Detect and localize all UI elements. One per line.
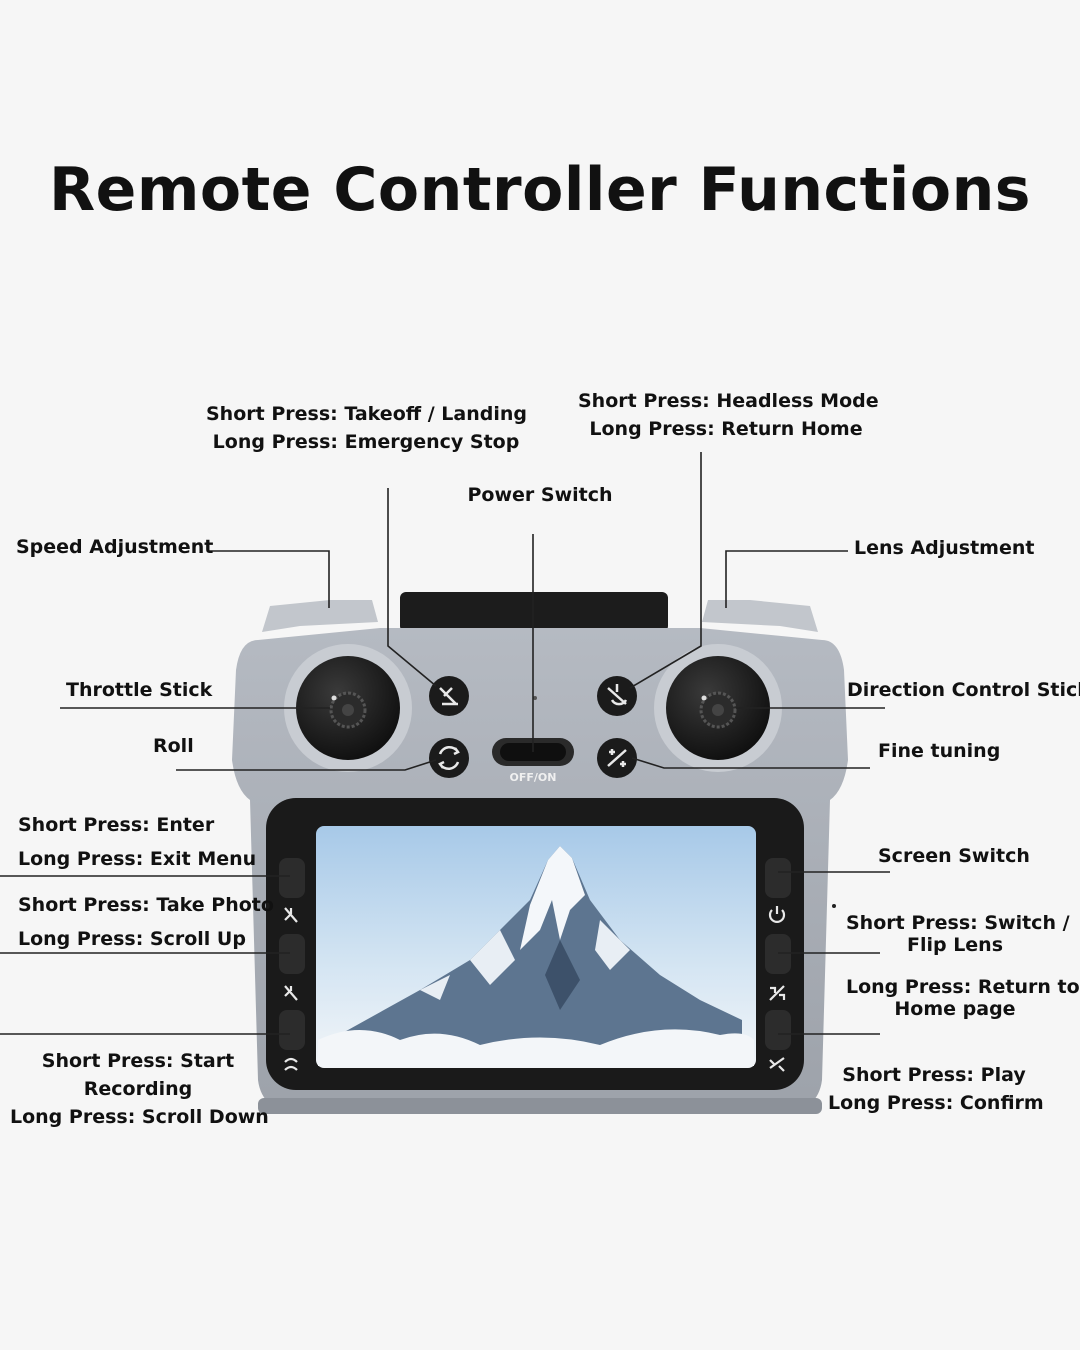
- label-throttle-stick: Throttle Stick: [66, 679, 213, 701]
- switch-lens-icon: [769, 985, 786, 1001]
- label-switch-lens-line-1: Short Press: Switch /: [846, 912, 1070, 934]
- label-return-home-page: Long Press: Return to Home page: [846, 976, 1080, 1020]
- label-play: Short Press: Play Long Press: Confirm: [828, 1061, 1044, 1117]
- label-play-line-1: Short Press: Play: [842, 1064, 1026, 1086]
- label-fine-tuning: Fine tuning: [878, 740, 1001, 762]
- display-screen: [316, 826, 756, 1068]
- left-shoulder-button[interactable]: [262, 600, 378, 632]
- direction-control-stick[interactable]: [666, 656, 770, 760]
- page-title: Remote Controller Functions: [48, 155, 1032, 225]
- antenna-bar: [400, 592, 668, 632]
- takeoff-icon: [439, 687, 458, 706]
- fine-tuning-icon: [607, 749, 627, 767]
- throttle-stick[interactable]: [296, 656, 400, 760]
- headless-icon: [607, 684, 628, 706]
- label-enter-line-1: Short Press: Enter: [18, 814, 215, 836]
- right-shoulder-button[interactable]: [702, 600, 818, 632]
- roll-icon: [438, 745, 460, 771]
- indicator-dot: [533, 696, 537, 700]
- power-switch-text: OFF/ON: [510, 771, 557, 784]
- headless-mode-button[interactable]: [597, 676, 637, 716]
- takeoff-landing-button[interactable]: [429, 676, 469, 716]
- label-lens-adjustment: Lens Adjustment: [854, 537, 1035, 559]
- right-button-3[interactable]: [765, 1010, 791, 1050]
- label-roll: Roll: [153, 735, 194, 757]
- label-direction-stick: Direction Control Stick: [847, 679, 1080, 701]
- label-switch-lens: Short Press: Switch / Flip Lens: [846, 912, 1070, 956]
- play-icon: [769, 1057, 785, 1072]
- label-return-home-page-line-2: Home page: [894, 998, 1016, 1020]
- label-speed-adjustment: Speed Adjustment: [16, 536, 214, 558]
- left-button-1[interactable]: [279, 858, 305, 898]
- left-button-3[interactable]: [279, 1010, 305, 1050]
- right-button-2[interactable]: [765, 934, 791, 974]
- label-takeoff-line-1: Short Press: Takeoff / Landing: [206, 403, 527, 425]
- label-take-photo-line-1: Short Press: Take Photo: [18, 894, 274, 916]
- leader-lines: [0, 452, 890, 1035]
- label-takeoff-line-2: Long Press: Emergency Stop: [212, 431, 520, 453]
- label-start-recording-line-2: Recording: [83, 1078, 193, 1100]
- label-switch-lens-line-2: Flip Lens: [906, 934, 1004, 956]
- label-power-switch: Power Switch: [467, 484, 613, 506]
- label-screen-switch: Screen Switch: [878, 845, 1030, 867]
- label-start-recording-line-3: Long Press: Scroll Down: [10, 1106, 269, 1128]
- mic-hole: [832, 904, 836, 908]
- right-button-1[interactable]: [765, 858, 791, 898]
- record-icon: [284, 985, 298, 1001]
- left-button-2[interactable]: [279, 934, 305, 974]
- label-start-recording: Short Press: Start Recording Long Press:…: [10, 1047, 269, 1131]
- label-takeoff: Short Press: Takeoff / Landing Long Pres…: [206, 400, 527, 456]
- label-enter: Short Press: Enter Long Press: Exit Menu: [18, 808, 256, 876]
- label-return-home-page-line-1: Long Press: Return to: [846, 976, 1080, 998]
- label-take-photo: Short Press: Take Photo Long Press: Scro…: [18, 888, 274, 956]
- label-take-photo-line-2: Long Press: Scroll Up: [18, 928, 246, 950]
- roll-button[interactable]: [429, 738, 469, 778]
- label-enter-line-2: Long Press: Exit Menu: [18, 848, 257, 870]
- label-headless-line-1: Short Press: Headless Mode: [578, 390, 879, 412]
- label-play-line-2: Long Press: Confirm: [828, 1092, 1044, 1114]
- label-headless-line-2: Long Press: Return Home: [589, 418, 863, 440]
- camera-icon: [284, 907, 298, 923]
- label-headless: Short Press: Headless Mode Long Press: R…: [578, 387, 879, 443]
- label-start-recording-line-1: Short Press: Start: [41, 1050, 235, 1072]
- mountain-image: [330, 846, 742, 1060]
- scroll-down-icon: [284, 1057, 298, 1071]
- body-bottom-edge: [258, 1098, 822, 1114]
- fine-tuning-button[interactable]: [597, 738, 637, 778]
- power-icon: [768, 906, 786, 923]
